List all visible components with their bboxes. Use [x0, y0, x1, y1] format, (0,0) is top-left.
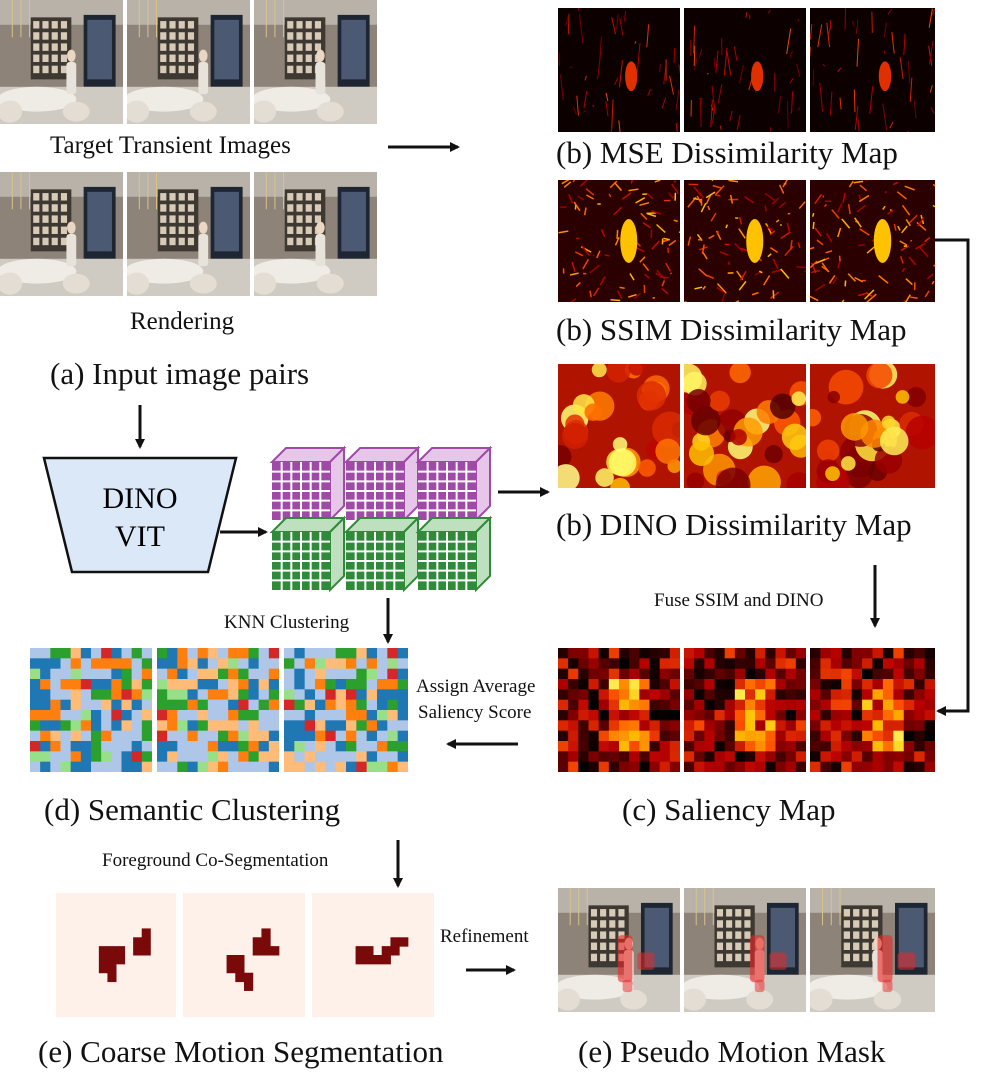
- coarse-mask-1: [56, 893, 176, 1017]
- saliency-map-caption: (c) Saliency Map: [622, 792, 836, 827]
- target-image-1: [0, 0, 123, 124]
- rendering-image-3: [254, 172, 377, 296]
- pseudo-mask-1: [558, 888, 680, 1012]
- pseudo-mask-2: [684, 888, 806, 1012]
- arrow-ssim-to-saliency: [935, 238, 970, 716]
- dino-map-2: [684, 364, 806, 488]
- room-photo: [0, 172, 123, 296]
- ssim-map-3: [810, 180, 935, 302]
- fuse-label: Fuse SSIM and DINO: [654, 590, 824, 611]
- dino-map-caption: (b) DINO Dissimilarity Map: [556, 507, 912, 542]
- refinement-label: Refinement: [440, 926, 529, 947]
- rendering-caption: Rendering: [130, 308, 235, 335]
- target-image-3: [254, 0, 377, 124]
- encoder-label-line2: VIT: [115, 520, 165, 553]
- coarse-mask-3: [312, 893, 434, 1017]
- target-transient-caption: Target Transient Images: [50, 132, 291, 159]
- coarse-mask-grid: [183, 893, 305, 1017]
- coarse-motion-caption: (e) Coarse Motion Segmentation: [38, 1034, 444, 1069]
- target-image-2: [127, 0, 250, 124]
- ssim-map-1: [558, 180, 680, 302]
- ssim-heatmap: [684, 180, 806, 302]
- cluster-grid: [157, 648, 279, 772]
- cluster-grid-1: [30, 648, 152, 772]
- dino-encoder: DINO VIT: [42, 456, 238, 574]
- saliency-heatmap: [810, 648, 935, 772]
- room-photo: [0, 0, 123, 124]
- dino-map-1: [558, 364, 680, 488]
- saliency-map-3: [810, 648, 935, 772]
- pseudo-mask-3: [810, 888, 935, 1012]
- mse-heatmap: [684, 8, 806, 132]
- assign-label-line1: Assign Average: [416, 676, 536, 697]
- cosegmentation-label: Foreground Co-Segmentation: [102, 850, 329, 871]
- room-photo: [810, 888, 935, 1012]
- saliency-map-2: [684, 648, 806, 772]
- ssim-map-caption: (b) SSIM Dissimilarity Map: [556, 312, 907, 347]
- dino-heatmap: [558, 364, 680, 488]
- cluster-grid: [30, 648, 152, 772]
- ssim-map-2: [684, 180, 806, 302]
- mse-heatmap: [810, 8, 935, 132]
- dino-heatmap: [684, 364, 806, 488]
- cluster-grid-3: [284, 648, 408, 772]
- mse-heatmap: [558, 8, 680, 132]
- assign-label-line2: Saliency Score: [418, 702, 532, 723]
- dino-map-3: [810, 364, 935, 488]
- room-photo: [254, 172, 377, 296]
- encoder-label-line1: DINO: [103, 482, 178, 515]
- cluster-grid: [284, 648, 408, 772]
- knn-label: KNN Clustering: [224, 612, 350, 633]
- saliency-heatmap: [684, 648, 806, 772]
- room-photo: [127, 0, 250, 124]
- room-photo: [558, 888, 680, 1012]
- ssim-heatmap: [810, 180, 935, 302]
- mse-map-3: [810, 8, 935, 132]
- mse-map-2: [684, 8, 806, 132]
- room-photo: [254, 0, 377, 124]
- feature-cubes: [269, 445, 493, 593]
- semantic-clustering-caption: (d) Semantic Clustering: [44, 792, 341, 827]
- cluster-grid-2: [157, 648, 279, 772]
- saliency-heatmap: [558, 648, 680, 772]
- mse-map-1: [558, 8, 680, 132]
- coarse-mask-grid: [56, 893, 176, 1017]
- ssim-heatmap: [558, 180, 680, 302]
- mse-map-caption: (b) MSE Dissimilarity Map: [556, 135, 898, 170]
- rendering-image-1: [0, 172, 123, 296]
- saliency-map-1: [558, 648, 680, 772]
- coarse-mask-2: [183, 893, 305, 1017]
- dino-heatmap: [810, 364, 935, 488]
- room-photo: [684, 888, 806, 1012]
- room-photo: [127, 172, 250, 296]
- encoder-trapezoid: [42, 456, 238, 574]
- rendering-image-2: [127, 172, 250, 296]
- pseudo-motion-caption: (e) Pseudo Motion Mask: [578, 1034, 886, 1069]
- coarse-mask-grid: [312, 893, 434, 1017]
- input-pairs-caption: (a) Input image pairs: [50, 356, 310, 391]
